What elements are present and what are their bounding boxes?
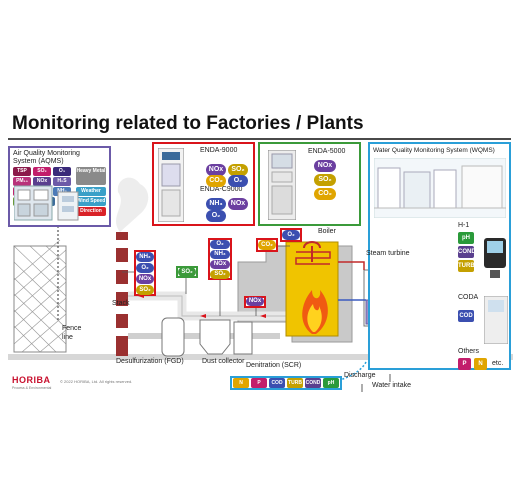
dust-gas-chip: NOx (210, 260, 230, 269)
water-intake-label: Water intake (372, 382, 412, 389)
water-param-chip: COD (269, 378, 285, 388)
wqms-panel: Water Quality Monitoring System (WQMS) H… (368, 142, 511, 370)
water-param-chip: P (251, 378, 267, 388)
dust-gas-chip: NH₃ (210, 250, 230, 259)
aqms-panel: Air Quality Monitoring System (AQMS) TSP… (8, 146, 111, 227)
aqms-title: Air Quality Monitoring (13, 150, 80, 157)
enda9000-chip: NOx (206, 164, 226, 176)
title-divider (8, 138, 511, 140)
enda9000-chip: O₂ (228, 175, 248, 187)
h1-instrument-image (484, 238, 506, 278)
dust-gas-chip: SO₂ (210, 270, 230, 279)
boiler-label: Boiler (318, 228, 336, 235)
water-param-chip: pH (323, 378, 339, 388)
water-param-chip: COND (305, 378, 321, 388)
stack-gas-chip: NH₃ (136, 252, 154, 262)
aqms-param: SO₂ (33, 167, 51, 176)
coda-instrument-image (484, 296, 508, 344)
enda5000-chip: NOx (314, 160, 336, 172)
fence-label-2: line (62, 334, 73, 341)
endac9000-name: ENDA-C9000 (200, 186, 243, 193)
aqms-param: PM₁₀ (13, 177, 31, 186)
h1-param: TURB (458, 260, 475, 272)
aqms-title-2: System (AQMS) (13, 158, 64, 165)
water-param-chip: TURB (287, 378, 303, 388)
scr-label: Denitration (SCR) (246, 362, 302, 369)
aqms-param: NOx (33, 177, 51, 186)
aqms-param: H₂S (53, 177, 71, 186)
stack-gas-chip: NOx (136, 274, 154, 284)
enda5000-chip: SO₂ (314, 174, 336, 186)
others-label: Others (458, 348, 480, 355)
enda9000-chip: CO₂ (206, 175, 226, 187)
aqms-station-image (14, 185, 79, 221)
wqms-station-image (374, 158, 506, 218)
co2-chip: CO₂ (258, 240, 276, 250)
aqms-param: Wind Speed (76, 197, 106, 206)
enda5000-name: ENDA-5000 (308, 148, 346, 155)
others-param: P (458, 358, 471, 370)
copyright-text: © 2022 HORIBA, Ltd. All rights reserved. (60, 379, 133, 384)
enda9000-chip: SO₂ (228, 164, 248, 176)
dust-collector-label: Dust collector (202, 358, 245, 365)
coda-label: CODA (458, 294, 479, 301)
aqms-param: TSP (13, 167, 31, 176)
etc-label: etc. (492, 360, 504, 367)
enda9000-name: ENDA-9000 (200, 147, 238, 154)
aqms-param: Direction (76, 207, 106, 216)
h1-param: COND (458, 246, 476, 258)
so2-mid-chip: SO₂ (178, 267, 196, 277)
enda5000-analyzer-image (268, 150, 296, 220)
h1-label: H-1 (458, 222, 470, 229)
enda5000-chip: CO₂ (314, 188, 336, 200)
o2-chip: O₂ (282, 230, 300, 240)
fgd-label: Desulfurization (FGD) (116, 358, 184, 365)
aqms-param: Weather Parameter (76, 187, 106, 203)
enda9000-chip: NOx (228, 198, 248, 210)
horiba-logo: HORIBA (12, 375, 51, 385)
others-param: N (474, 358, 487, 370)
aqms-param: O₃ (53, 167, 71, 176)
dust-gas-chip: O₂ (210, 240, 230, 249)
stack-gas-chip: O₂ (136, 263, 154, 273)
stack-gas-chip: SO₂ (136, 285, 154, 295)
enda9000-analyzer-image (158, 148, 184, 222)
page-title: Monitoring related to Factories / Plants (12, 113, 364, 134)
stack-label: Stack (112, 300, 130, 307)
nox-chip: NOx (246, 297, 264, 306)
enda9000-chip: O₂ (206, 210, 226, 222)
aqms-param: Heavy Metal (76, 167, 106, 185)
fence-label: Fence (62, 325, 82, 332)
coda-param: COD (458, 310, 474, 322)
h1-param: pH (458, 232, 474, 244)
steam-turbine-label: Steam turbine (366, 250, 410, 257)
wqms-title: Water Quality Monitoring System (WQMS) (373, 147, 495, 154)
enda9000-chip: NH₃ (206, 198, 226, 210)
water-param-chip: N (233, 378, 249, 388)
horiba-tagline: Process & Environmental (12, 386, 52, 390)
discharge-label: Discharge (344, 372, 376, 379)
